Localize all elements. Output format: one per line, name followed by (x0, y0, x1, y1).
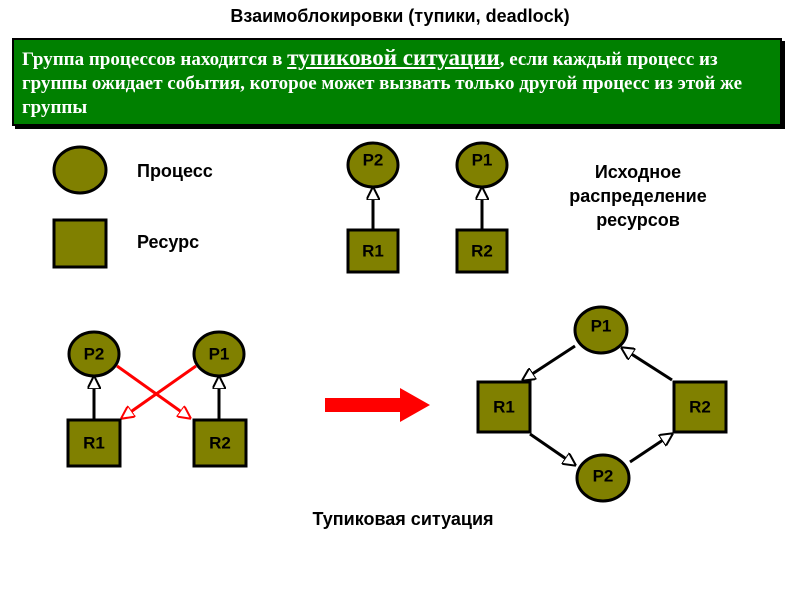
definition-highlight: тупиковой ситуации (287, 45, 500, 70)
svg-text:R1: R1 (362, 242, 384, 261)
process-node: P2 (346, 141, 400, 189)
edge-p1-to-r1 (523, 344, 576, 380)
legend-resource: Ресурс (52, 218, 199, 269)
svg-text:R2: R2 (471, 242, 493, 261)
svg-text:R1: R1 (83, 434, 105, 453)
process-node: P1 (192, 330, 246, 378)
legend-process-icon (52, 145, 108, 195)
resource-node: R1 (476, 380, 532, 434)
svg-text:P1: P1 (472, 151, 493, 170)
process-node: P2 (575, 453, 631, 503)
svg-text:P1: P1 (209, 345, 230, 364)
process-node: P1 (455, 141, 509, 189)
definition-box: Группа процессов находится в тупиковой с… (12, 38, 782, 126)
svg-text:R1: R1 (493, 398, 515, 417)
svg-text:R2: R2 (209, 434, 231, 453)
legend-process-label: Процесс (137, 161, 213, 181)
legend-resource-label: Ресурс (137, 232, 199, 252)
request-edge-p1-to-r1 (122, 364, 197, 418)
edge-r1-to-p2 (529, 432, 575, 465)
svg-text:P1: P1 (591, 317, 612, 336)
edge-r2-to-p1 (622, 348, 673, 382)
initial-label-line: Исходное (595, 162, 681, 182)
deadlock-label: Тупиковая ситуация (312, 509, 493, 529)
deadlock-request-diagram: P2 P1 R1 R2 (66, 330, 248, 468)
svg-text:P2: P2 (84, 345, 105, 364)
initial-allocation-diagram: P2 P1 R1 R2 Исходное распределение ресур… (346, 141, 707, 274)
definition-text-start: Группа процессов находится в (22, 49, 288, 70)
svg-text:P2: P2 (363, 151, 384, 170)
resource-node: R1 (66, 418, 122, 468)
resource-node: R2 (192, 418, 248, 468)
process-node: P1 (573, 305, 629, 355)
svg-text:P2: P2 (593, 467, 614, 486)
svg-text:R2: R2 (689, 398, 711, 417)
resource-node: R1 (346, 228, 400, 274)
legend-resource-icon (52, 218, 108, 269)
initial-label-line: распределение (569, 186, 707, 206)
process-node: P2 (67, 330, 121, 378)
transition-arrow (325, 388, 430, 422)
initial-label-line: ресурсов (596, 210, 680, 230)
resource-node: R2 (455, 228, 509, 274)
page-title: Взаимоблокировки (тупики, deadlock) (230, 6, 570, 26)
legend-process: Процесс (52, 145, 213, 195)
deadlock-cycle-diagram: P1 P2 R1 R2 (476, 305, 728, 503)
edge-p2-to-r2 (629, 434, 672, 464)
resource-node: R2 (672, 380, 728, 434)
request-edge-p2-to-r2 (116, 364, 190, 418)
definition-text-end: , если каждый процесс из группы ожидает … (22, 49, 743, 118)
